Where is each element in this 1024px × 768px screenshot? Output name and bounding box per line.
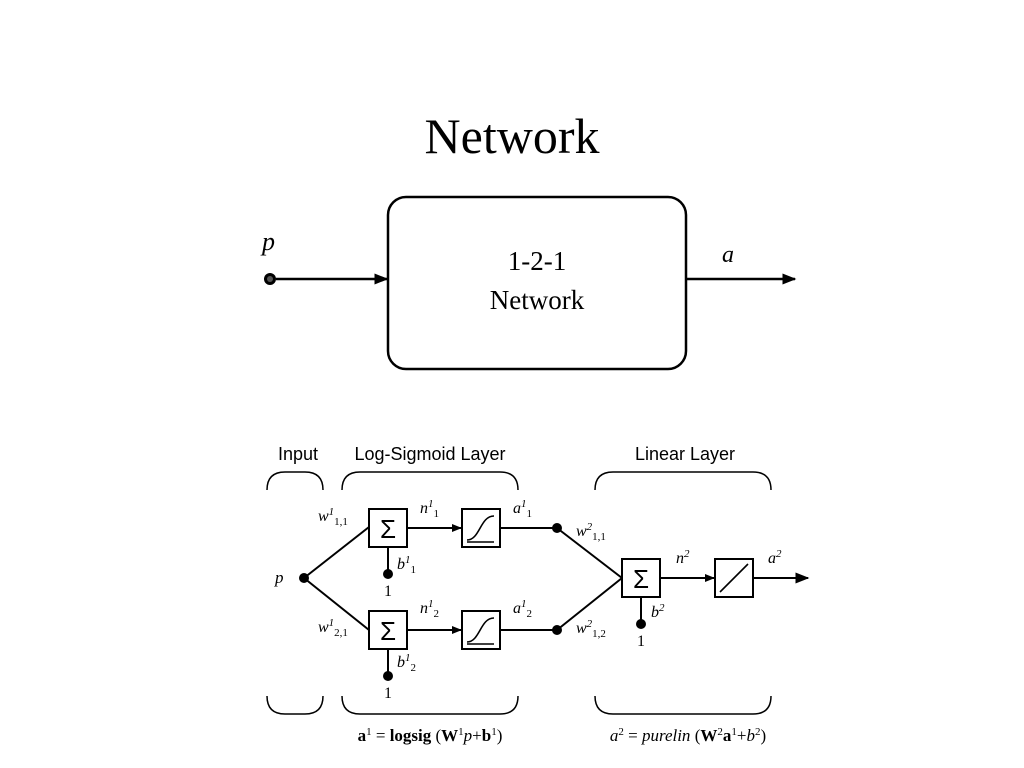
weight-w1-11-label: w11,1 xyxy=(318,506,348,528)
bias-node-hidden-2 xyxy=(383,671,393,681)
bias-node-hidden-1 xyxy=(383,569,393,579)
linear-line-icon xyxy=(719,563,749,593)
network-box-line1: 1-2-1 xyxy=(508,246,566,276)
sum-symbol-output: Σ xyxy=(633,564,649,594)
equation-hidden-layer: a1 = logsig (W1p+b1) xyxy=(358,726,503,745)
connection-w1-21 xyxy=(303,577,370,631)
signal-n1-2-label: n12 xyxy=(420,598,439,620)
connection-w2-12 xyxy=(556,577,623,631)
bias-node-output xyxy=(636,619,646,629)
sigmoid-curve-icon xyxy=(466,617,495,645)
signal-a1-1-label: a11 xyxy=(513,498,532,520)
heading-log-sigmoid-layer: Log-Sigmoid Layer xyxy=(354,444,505,464)
weight-w2-12-label: w21,2 xyxy=(576,618,606,640)
brace-bottom-input xyxy=(266,695,324,715)
heading-linear-layer: Linear Layer xyxy=(635,444,735,464)
signal-a2-label: a2 xyxy=(768,548,782,567)
brace-top-input xyxy=(266,471,324,491)
bias-input-output: 1 xyxy=(637,633,645,650)
slide-title: Network xyxy=(425,108,600,164)
signal-a1-2-label: a12 xyxy=(513,598,532,620)
bias-input-hidden-1: 1 xyxy=(384,583,392,600)
bias-input-hidden-2: 1 xyxy=(384,685,392,702)
block-output-label: a xyxy=(722,242,734,268)
weight-w2-11-label: w21,1 xyxy=(576,521,606,543)
brace-top-output xyxy=(594,471,772,491)
input-node-label: p xyxy=(274,568,284,587)
brace-bottom-output xyxy=(594,695,772,715)
sum-symbol-hidden-1: Σ xyxy=(380,514,396,544)
bias-b1-2-label: b12 xyxy=(397,652,416,674)
equation-output-layer: a2 = purelin (W2a1+b2) xyxy=(610,726,766,745)
network-box-line2: Network xyxy=(490,285,585,315)
brace-top-hidden xyxy=(341,471,519,491)
bias-b2-label: b2 xyxy=(651,602,665,621)
bias-b1-1-label: b11 xyxy=(397,554,416,576)
sum-symbol-hidden-2: Σ xyxy=(380,616,396,646)
signal-n2-label: n2 xyxy=(676,548,690,567)
brace-bottom-hidden xyxy=(341,695,519,715)
heading-input: Input xyxy=(278,444,318,464)
network-box xyxy=(386,195,688,371)
weight-w1-21-label: w12,1 xyxy=(318,617,348,639)
connection-w2-11 xyxy=(556,527,623,579)
network-diagram: Input Log-Sigmoid Layer Linear Layer p w… xyxy=(266,444,810,745)
block-input-label: p xyxy=(260,227,275,256)
signal-n1-1-label: n11 xyxy=(420,498,439,520)
connection-w1-11 xyxy=(303,526,370,579)
block-diagram: p 1-2-1 Network a xyxy=(260,195,797,371)
sigmoid-curve-icon xyxy=(466,515,495,543)
